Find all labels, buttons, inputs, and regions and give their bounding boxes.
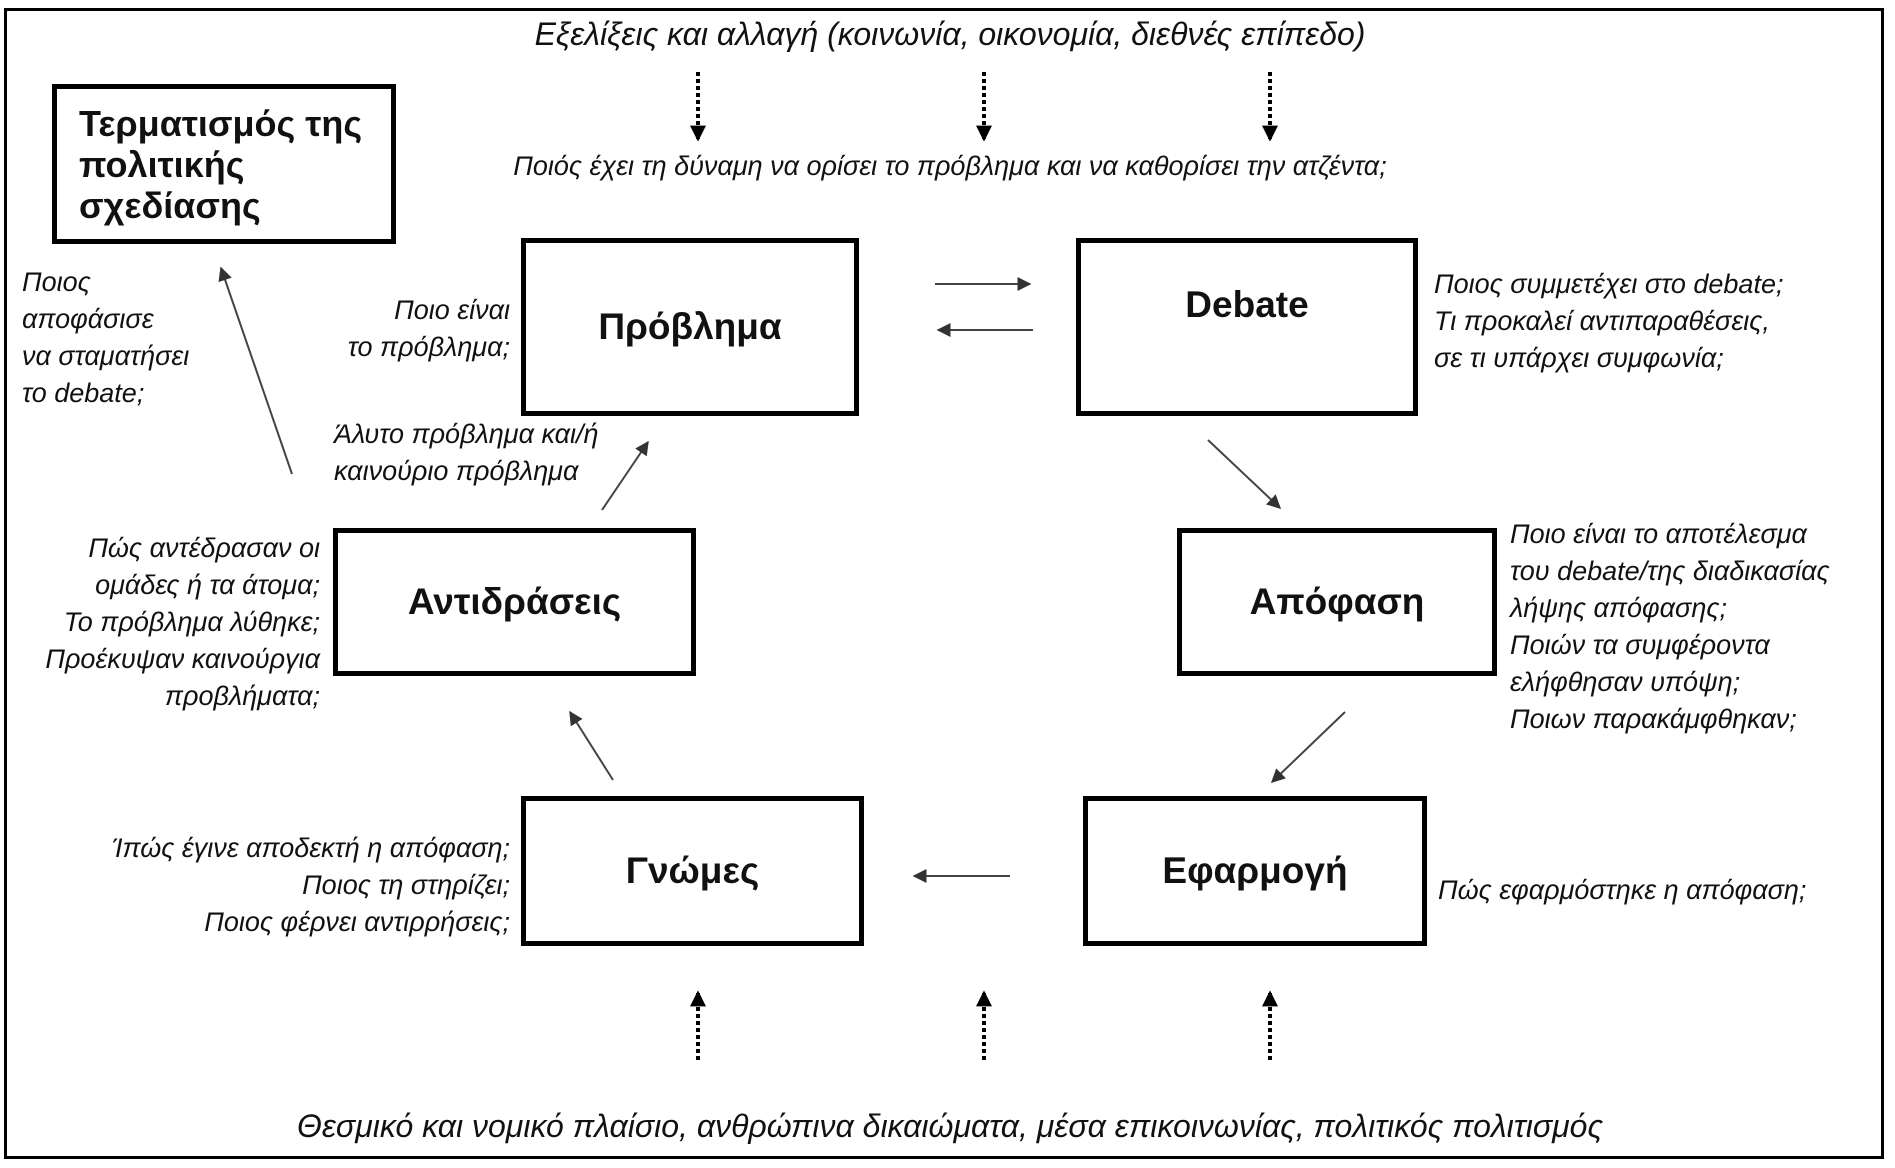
question-implementation: Πώς εφαρμόστηκε η απόφαση;: [1438, 875, 1807, 905]
question-decision: Ποιο είναι το αποτέλεσμα του debate/της …: [1510, 519, 1830, 734]
box-opinions: Γνώμες: [521, 796, 864, 946]
arrow-debate-to-decision: [1207, 439, 1282, 509]
arrow-decision-to-implementation: [1270, 711, 1346, 783]
box-implementation: Εφαρμογή: [1083, 796, 1427, 946]
agenda-question: Ποιός έχει τη δύναμη να ορίσει το πρόβλη…: [513, 151, 1387, 181]
box-opinions-label: Γνώμες: [625, 850, 760, 891]
box-reactions-label: Αντιδράσεις: [407, 581, 622, 622]
box-end-of-policy: Τερματισμός της πολιτικής σχεδίασης: [52, 84, 396, 244]
box-problem-label: Πρόβλημα: [598, 306, 782, 347]
box-implementation-label: Εφαρμογή: [1162, 850, 1348, 891]
diagram-frame: [4, 8, 1884, 1159]
arrow-reactions-to-problem: [601, 440, 649, 511]
box-end-label: Τερματισμός της πολιτικής σχεδίασης: [79, 102, 363, 226]
question-debate: Ποιος συμμετέχει στο debate; Τι προκαλεί…: [1434, 269, 1784, 373]
external-factors-top: Εξελίξεις και αλλαγή (κοινωνία, οικονομί…: [534, 16, 1366, 52]
question-problem: Ποιο είναι το πρόβλημα;: [347, 295, 510, 362]
question-end: Ποιος αποφάσισε να σταματήσει το debate;: [22, 267, 190, 408]
box-debate-label: Debate: [1185, 284, 1309, 325]
arrow-to-end: [218, 266, 293, 475]
question-reactions: Πώς αντέδρασαν οι ομάδες ή τα άτομα; Το …: [45, 533, 320, 711]
box-decision: Απόφαση: [1177, 528, 1497, 676]
question-unsolved-problem: Άλυτο πρόβλημα και/ή καινούριο πρόβλημα: [334, 419, 599, 486]
box-reactions: Αντιδράσεις: [333, 528, 696, 676]
box-problem: Πρόβλημα: [521, 238, 859, 416]
arrow-opinions-to-reactions: [569, 710, 614, 781]
box-decision-label: Απόφαση: [1249, 581, 1425, 622]
question-opinions: Ίπώς έγινε αποδεκτή η απόφαση; Ποιος τη …: [112, 833, 510, 937]
box-debate: Debate: [1076, 238, 1418, 416]
external-factors-bottom: Θεσμικό και νομικό πλαίσιο, ανθρώπινα δι…: [296, 1108, 1604, 1144]
